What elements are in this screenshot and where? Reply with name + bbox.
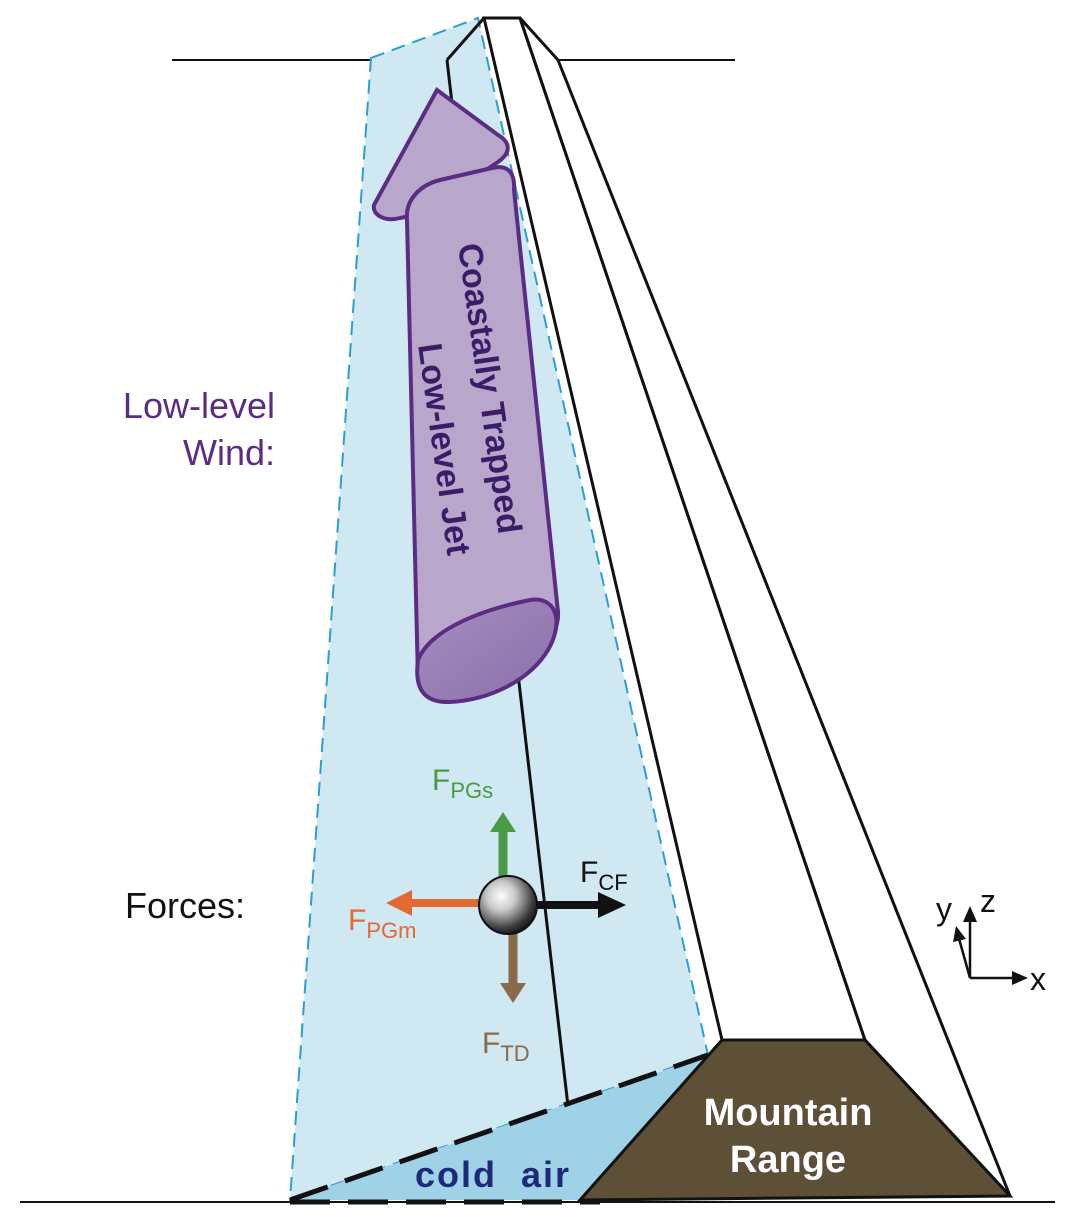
low-level-wind-label-line1: Low-level bbox=[123, 385, 275, 426]
mountain-label-line1: Mountain bbox=[704, 1092, 873, 1134]
axis-y-label: y bbox=[936, 891, 952, 927]
axis-triad-icon: y z x bbox=[936, 883, 1046, 997]
sphere-parcel-icon bbox=[479, 876, 537, 934]
axis-x-label: x bbox=[1030, 961, 1046, 997]
mountain-label-line2: Range bbox=[730, 1139, 846, 1181]
cold-air-label: cold air bbox=[415, 1154, 571, 1195]
axis-z-label: z bbox=[980, 883, 996, 919]
forces-label: Forces: bbox=[125, 885, 245, 926]
low-level-wind-label-line2: Wind: bbox=[183, 432, 275, 473]
